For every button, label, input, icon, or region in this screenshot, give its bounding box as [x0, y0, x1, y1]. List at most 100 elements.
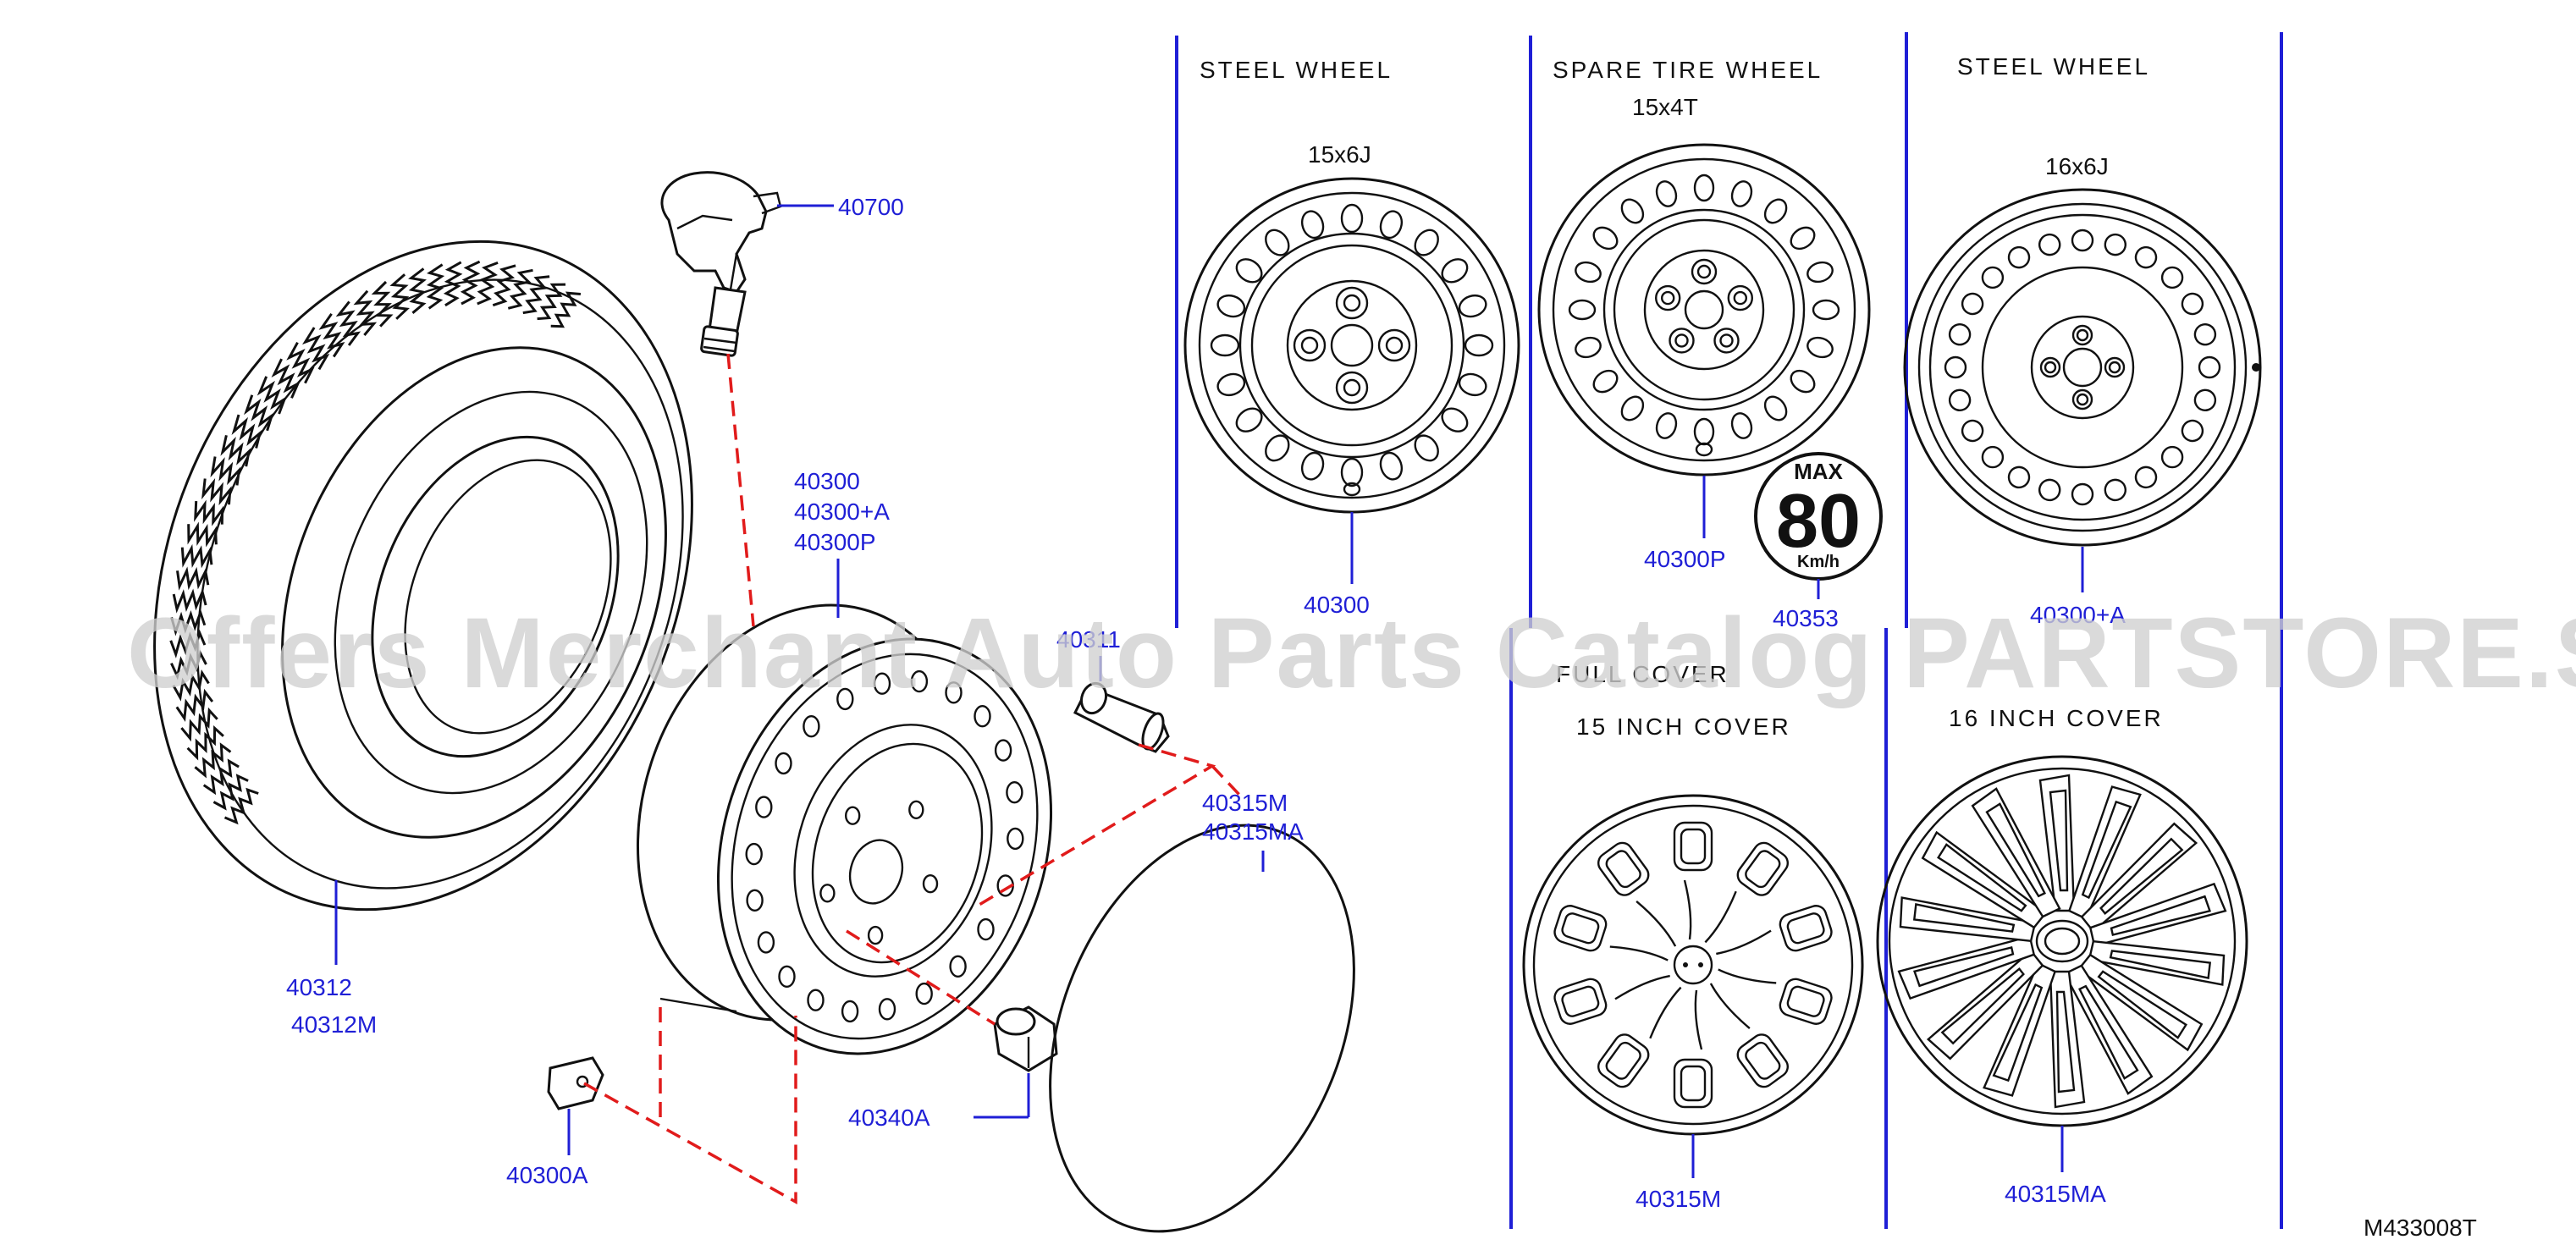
- tpms-sensor-drawing: [660, 171, 782, 357]
- cover-spoke: [2077, 953, 2204, 1052]
- lug-nut-drawing: [993, 1005, 1058, 1072]
- cover-spoke-inner: [2099, 837, 2184, 915]
- vent-hole: [2104, 478, 2126, 502]
- vent-hole: [1981, 266, 2005, 289]
- cover-spoke: [2063, 964, 2154, 1095]
- tread-groove: [522, 275, 550, 315]
- cover-slot-outer: [1779, 978, 1833, 1025]
- cover-rib: [1709, 983, 1751, 1029]
- steel-wheel-16-size: 16x6J: [2045, 153, 2109, 179]
- cover-spoke: [1971, 787, 2061, 918]
- cover-spoke-inner: [2049, 789, 2069, 892]
- vent-hole: [1464, 333, 1494, 357]
- tread-groove: [318, 312, 345, 358]
- cover-spoke: [1899, 896, 2037, 943]
- vent-hole: [2038, 478, 2061, 502]
- lug-boss: [2071, 324, 2093, 346]
- speed-label-unit: Km/h: [1797, 553, 1840, 571]
- cover-slot-outer: [1673, 1058, 1713, 1109]
- vent-hole: [1693, 174, 1715, 202]
- lug-boss: [1377, 328, 1411, 362]
- lug-hole: [867, 925, 884, 945]
- cover-spoke: [2088, 882, 2227, 948]
- cover-spoke-inner: [2109, 950, 2212, 979]
- cover-rib: [1609, 945, 1669, 961]
- lug-hole: [1343, 294, 1361, 312]
- vent-hole: [775, 752, 792, 775]
- lug-hole: [1343, 378, 1361, 397]
- cover-16-title: 16 INCH COVER: [1949, 705, 2164, 731]
- cover-slot-outer: [1553, 905, 1608, 952]
- vent-hole: [2198, 355, 2221, 379]
- vent-hole: [974, 705, 991, 728]
- lug-pattern: [1293, 286, 1411, 405]
- cover-rib: [1649, 986, 1682, 1039]
- wheel-part-2: 40300+A: [794, 499, 890, 525]
- tread-groove: [335, 300, 361, 346]
- watermark: Offers Merchant Auto Parts Catalog PARTS…: [127, 598, 2576, 709]
- cover-slot-inner: [1680, 828, 1707, 865]
- vent-hole: [1730, 180, 1753, 207]
- spare-tire-wheel-size: 15x4T: [1632, 94, 1698, 120]
- cover-spoke-inner: [2078, 984, 2139, 1080]
- cover-spoke-inner: [1985, 802, 2046, 898]
- cover-spoke-outer: [1971, 787, 2061, 918]
- cover-slot: [1718, 968, 1833, 1025]
- cover-slot-outer: [1597, 1033, 1650, 1088]
- vent-hole: [1961, 292, 1984, 316]
- cover-rib: [1716, 929, 1772, 956]
- vent-hole: [2181, 292, 2204, 316]
- vent-hole: [1235, 407, 1263, 432]
- tread-groove: [172, 669, 210, 702]
- weight-part: 40300A: [506, 1162, 588, 1188]
- vent-hole: [878, 998, 896, 1021]
- vent-hole: [1763, 198, 1788, 224]
- vent-hole: [1981, 445, 2005, 469]
- exploded-wheel-drawing: [636, 603, 1053, 1055]
- tread-groove: [537, 283, 566, 321]
- tread-groove: [371, 280, 394, 328]
- tread-groove: [187, 521, 218, 548]
- vent-hole: [1812, 299, 1840, 321]
- lug-boss: [1335, 371, 1369, 405]
- lug-hole: [1733, 290, 1747, 306]
- cover-spoke-inner: [1992, 983, 2044, 1082]
- speed-limit-label: MAX 80 Km/h: [1754, 452, 1883, 581]
- cover-rib: [1683, 879, 1692, 940]
- lug-hole: [1300, 336, 1319, 355]
- full-cover-title: FULL COVER: [1556, 661, 1729, 687]
- steel-wheel-15-size: 15x6J: [1308, 141, 1371, 168]
- tread-groove: [389, 273, 410, 320]
- spare-tire-wheel-title: SPARE TIRE WHEEL: [1553, 57, 1823, 83]
- tread-groove: [426, 263, 445, 310]
- cover-spoke: [2067, 785, 2142, 921]
- vent-hole: [1575, 336, 1602, 359]
- cover-slot: [1553, 974, 1670, 1025]
- tread-groove: [176, 566, 210, 591]
- tread-groove: [180, 707, 218, 742]
- lug-hole: [922, 873, 939, 894]
- cover-rib: [1694, 989, 1703, 1050]
- lug-boss: [2071, 388, 2093, 410]
- cover-slot-inner: [1786, 912, 1825, 945]
- vent-hole: [1807, 261, 1834, 284]
- tread-groove: [194, 499, 224, 526]
- vent-hole: [757, 931, 775, 954]
- wheel-part-1: 40300: [794, 468, 860, 494]
- cover-slot-inner: [1605, 1041, 1641, 1080]
- cover-spoke-inner: [2055, 990, 2076, 1093]
- vent-hole: [1379, 451, 1404, 481]
- lug-hole: [908, 800, 924, 819]
- cover-slot-inner: [1561, 985, 1600, 1017]
- vent-hole: [1340, 457, 1364, 488]
- sensor-part: 40700: [838, 194, 904, 220]
- cover-spoke: [2049, 970, 2086, 1109]
- cover-spoke-outer: [2077, 953, 2204, 1052]
- cover-spoke-outer: [2080, 822, 2198, 934]
- cover-slot-inner: [1561, 912, 1600, 945]
- cover-slot-inner: [1745, 1041, 1781, 1080]
- lug-hole: [1719, 333, 1734, 348]
- vent-hole: [1620, 198, 1645, 224]
- tread-groove: [301, 327, 330, 371]
- cover-slot: [1704, 841, 1789, 944]
